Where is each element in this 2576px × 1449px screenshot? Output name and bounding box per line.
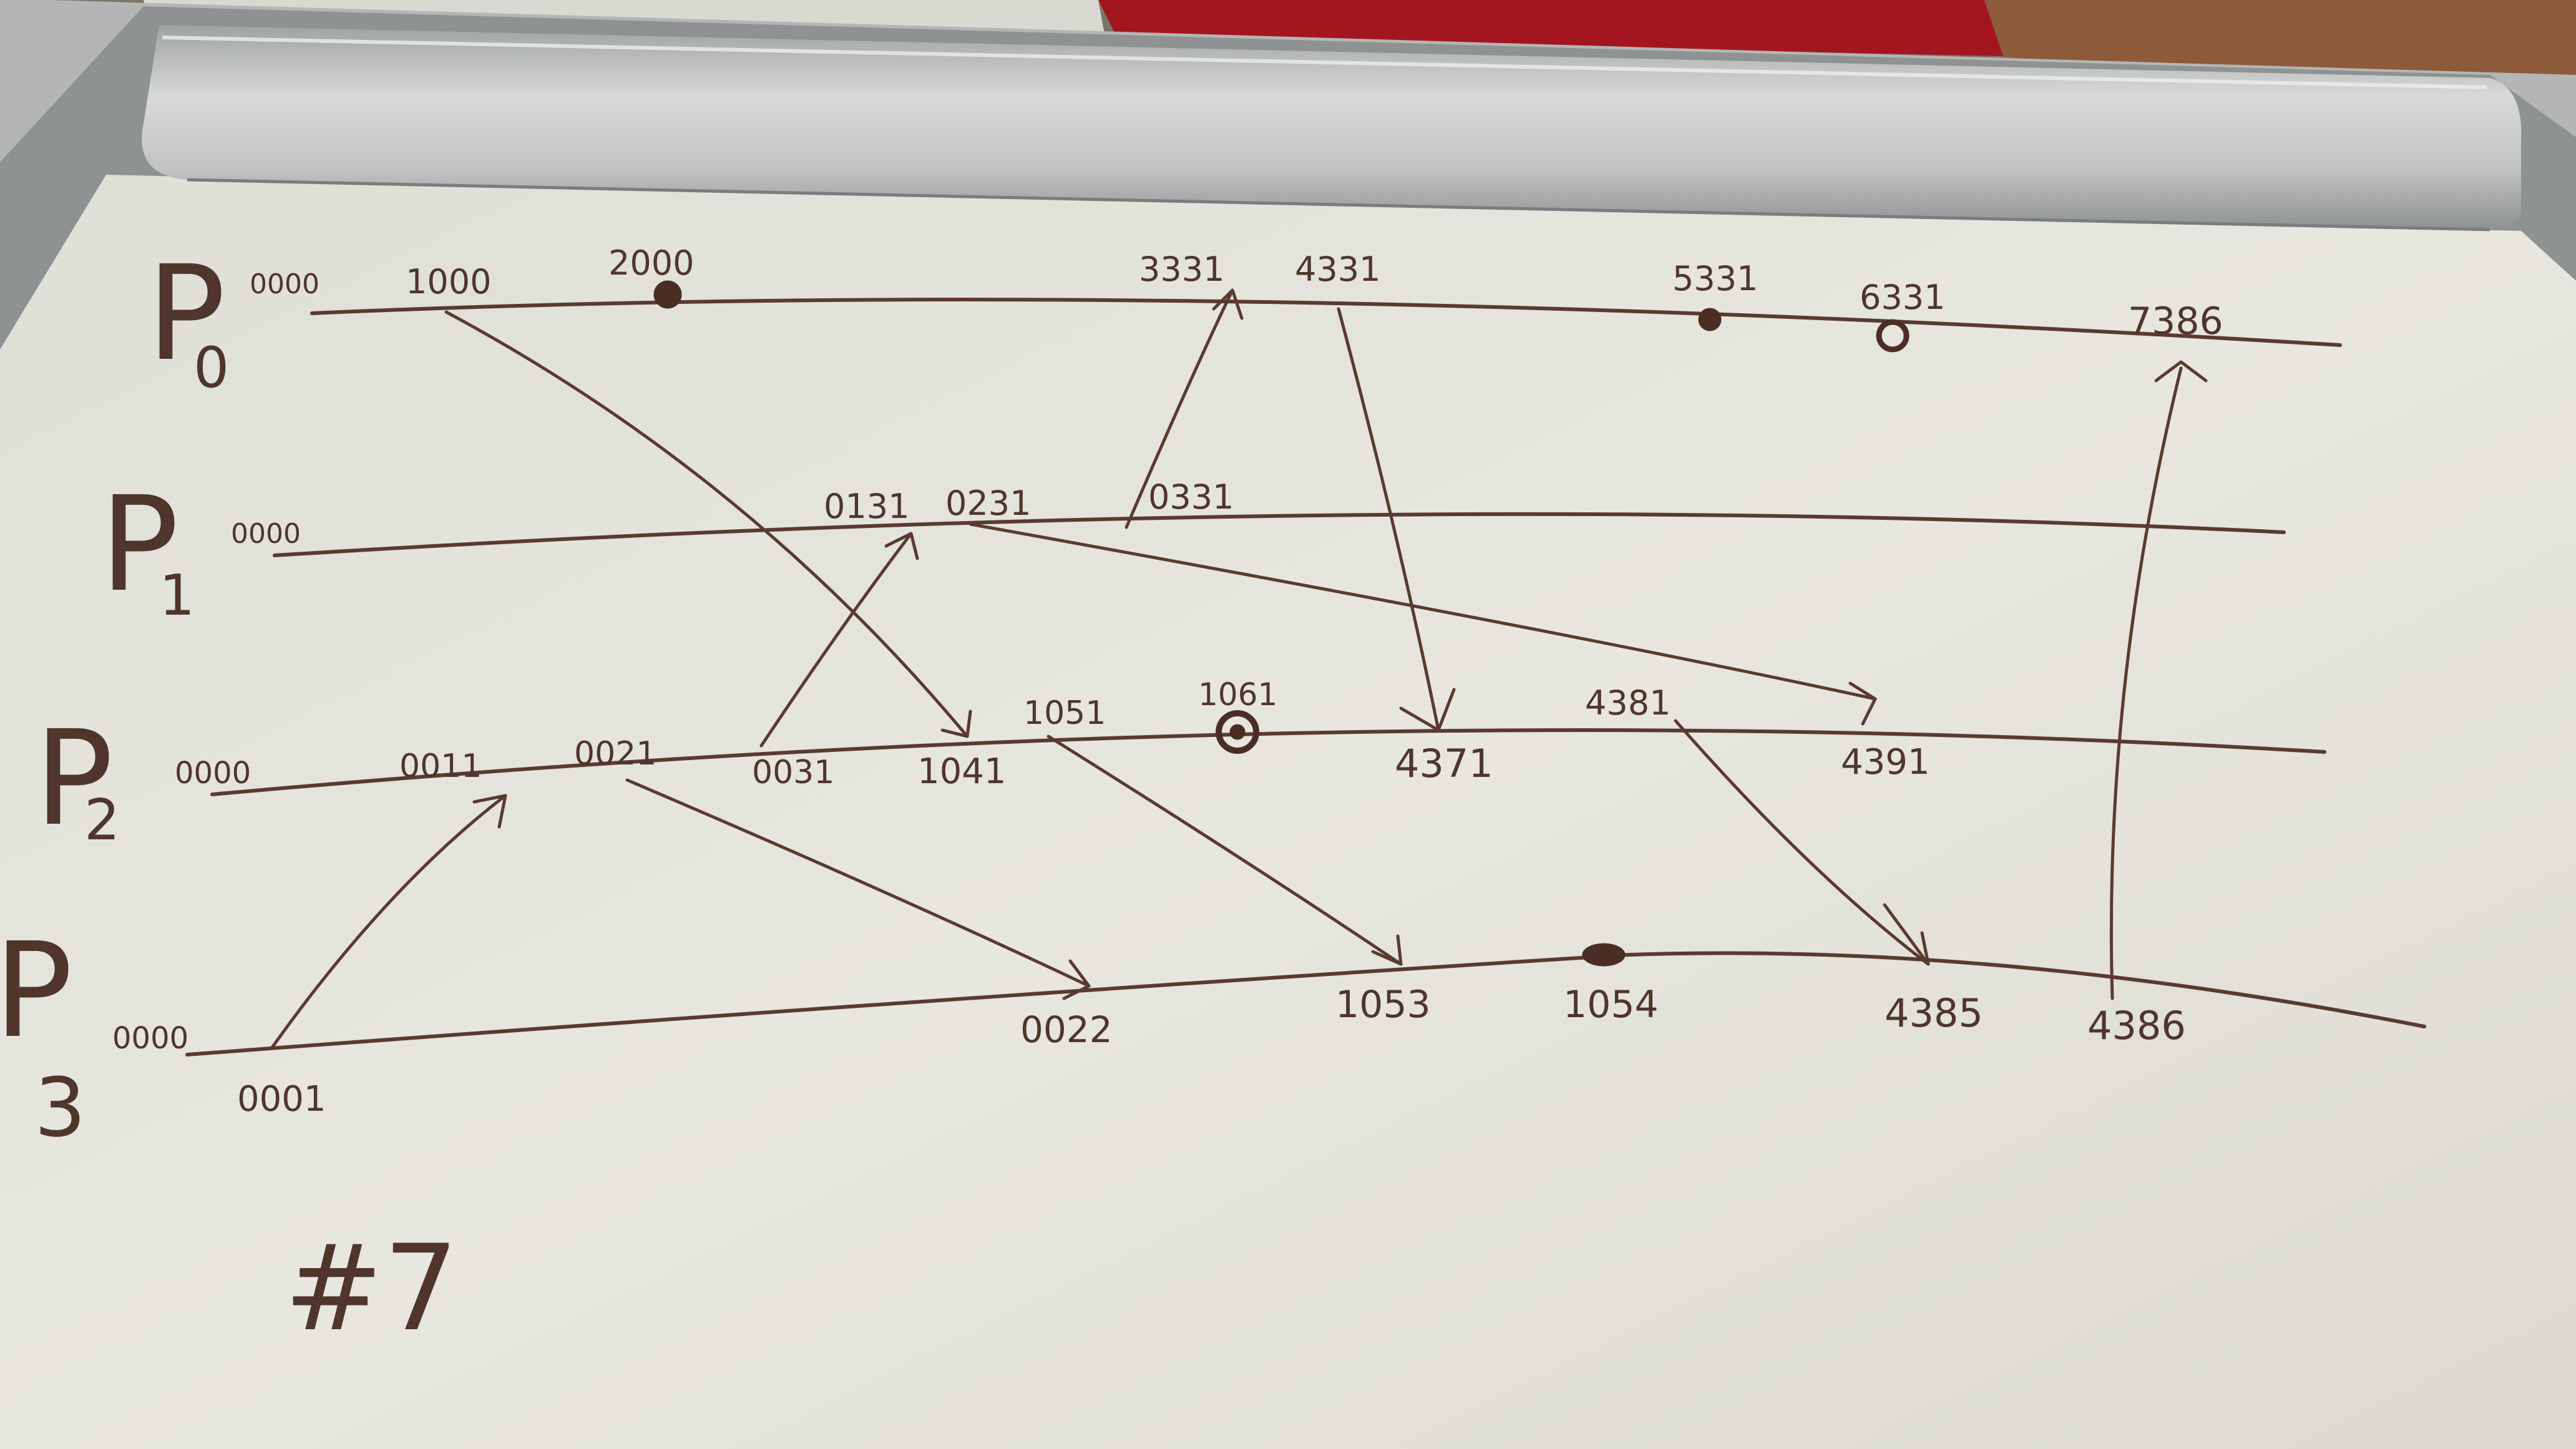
timestamps: 0000 1000 2000 3331 4331 5331 6331 7386 … [112,243,2223,1120]
internal-event-dot [1876,319,1910,353]
message-arrow [270,794,507,1050]
timeline-p1 [273,512,2286,557]
message-arrow [759,532,919,748]
red-book [1098,0,2003,56]
process-label-p2: P [34,702,114,855]
timestamp-label: 1061 [1198,676,1277,713]
process-label-p0-sub: 0 [193,335,229,401]
process-label-p1-sub: 1 [159,563,195,628]
timestamp-label: 4331 [1295,250,1380,289]
process-label-p2-sub: 2 [84,788,120,853]
timestamp-label: 0331 [1148,477,1234,517]
internal-event-dot [1582,943,1626,967]
timestamp-label: 0022 [1020,1008,1113,1051]
message-arrow [625,778,1091,1000]
timestamp-label: 1053 [1335,983,1431,1027]
process-labels: P 0 P 1 P 2 P 3 [0,237,229,1155]
timestamp-label: 4385 [1885,990,1983,1036]
message-arrow [968,522,1877,726]
internal-event-dot [1698,308,1722,331]
message-arrow [1046,734,1403,966]
timestamp-label: 0031 [752,754,834,791]
timestamp-label: 0231 [945,484,1031,523]
timestamp-label: 0000 [231,518,301,550]
timestamp-label: 4371 [1395,741,1493,786]
process-label-p3: P [0,914,73,1067]
timeline-p3 [185,951,2426,1056]
timestamp-label: 5331 [1672,259,1758,298]
diagram-number: #7 [284,1219,459,1357]
timestamp-label: 1054 [1563,983,1659,1027]
timestamp-label: 0001 [237,1079,326,1120]
timestamp-label: 0000 [175,756,251,791]
timestamp-label: 0000 [250,268,320,300]
message-arrow [1337,307,1456,732]
timestamp-label: 1000 [406,262,491,301]
internal-event-dot [653,280,682,309]
timestamp-label: 4386 [2087,1003,2186,1048]
timelines [185,298,2426,1056]
timestamp-label: 7386 [2128,300,2223,343]
timestamp-label: 6331 [1860,278,1945,317]
message-arrow [1125,288,1244,529]
internal-event-dot [1229,724,1246,740]
timestamp-label: 0131 [824,487,909,526]
message-arrow [1674,719,1930,966]
message-arrow [444,310,972,738]
timestamp-label: 4381 [1585,683,1671,723]
timestamp-label: 0000 [112,1021,188,1056]
timestamp-label: 2000 [608,243,694,283]
timestamp-label: 0011 [399,748,482,785]
timestamp-label: 1051 [1023,695,1106,732]
marker-tray [142,25,2522,232]
timeline-p0 [310,298,2342,347]
timeline-p2 [210,728,2326,796]
internal-events [653,280,1910,967]
internal-event-dot [1216,710,1259,754]
message-arrow [2109,360,2208,1000]
timestamp-label: 1041 [917,751,1007,792]
process-label-p1: P [100,468,179,621]
timestamp-label: 4391 [1841,742,1930,783]
timestamp-label: 0021 [574,735,656,773]
timestamp-label: 3331 [1139,250,1224,289]
process-label-p0: P [147,237,226,390]
whiteboard-surface [0,175,2576,1449]
process-label-p3-sub: 3 [34,1060,86,1155]
message-arrows [270,288,2208,1050]
